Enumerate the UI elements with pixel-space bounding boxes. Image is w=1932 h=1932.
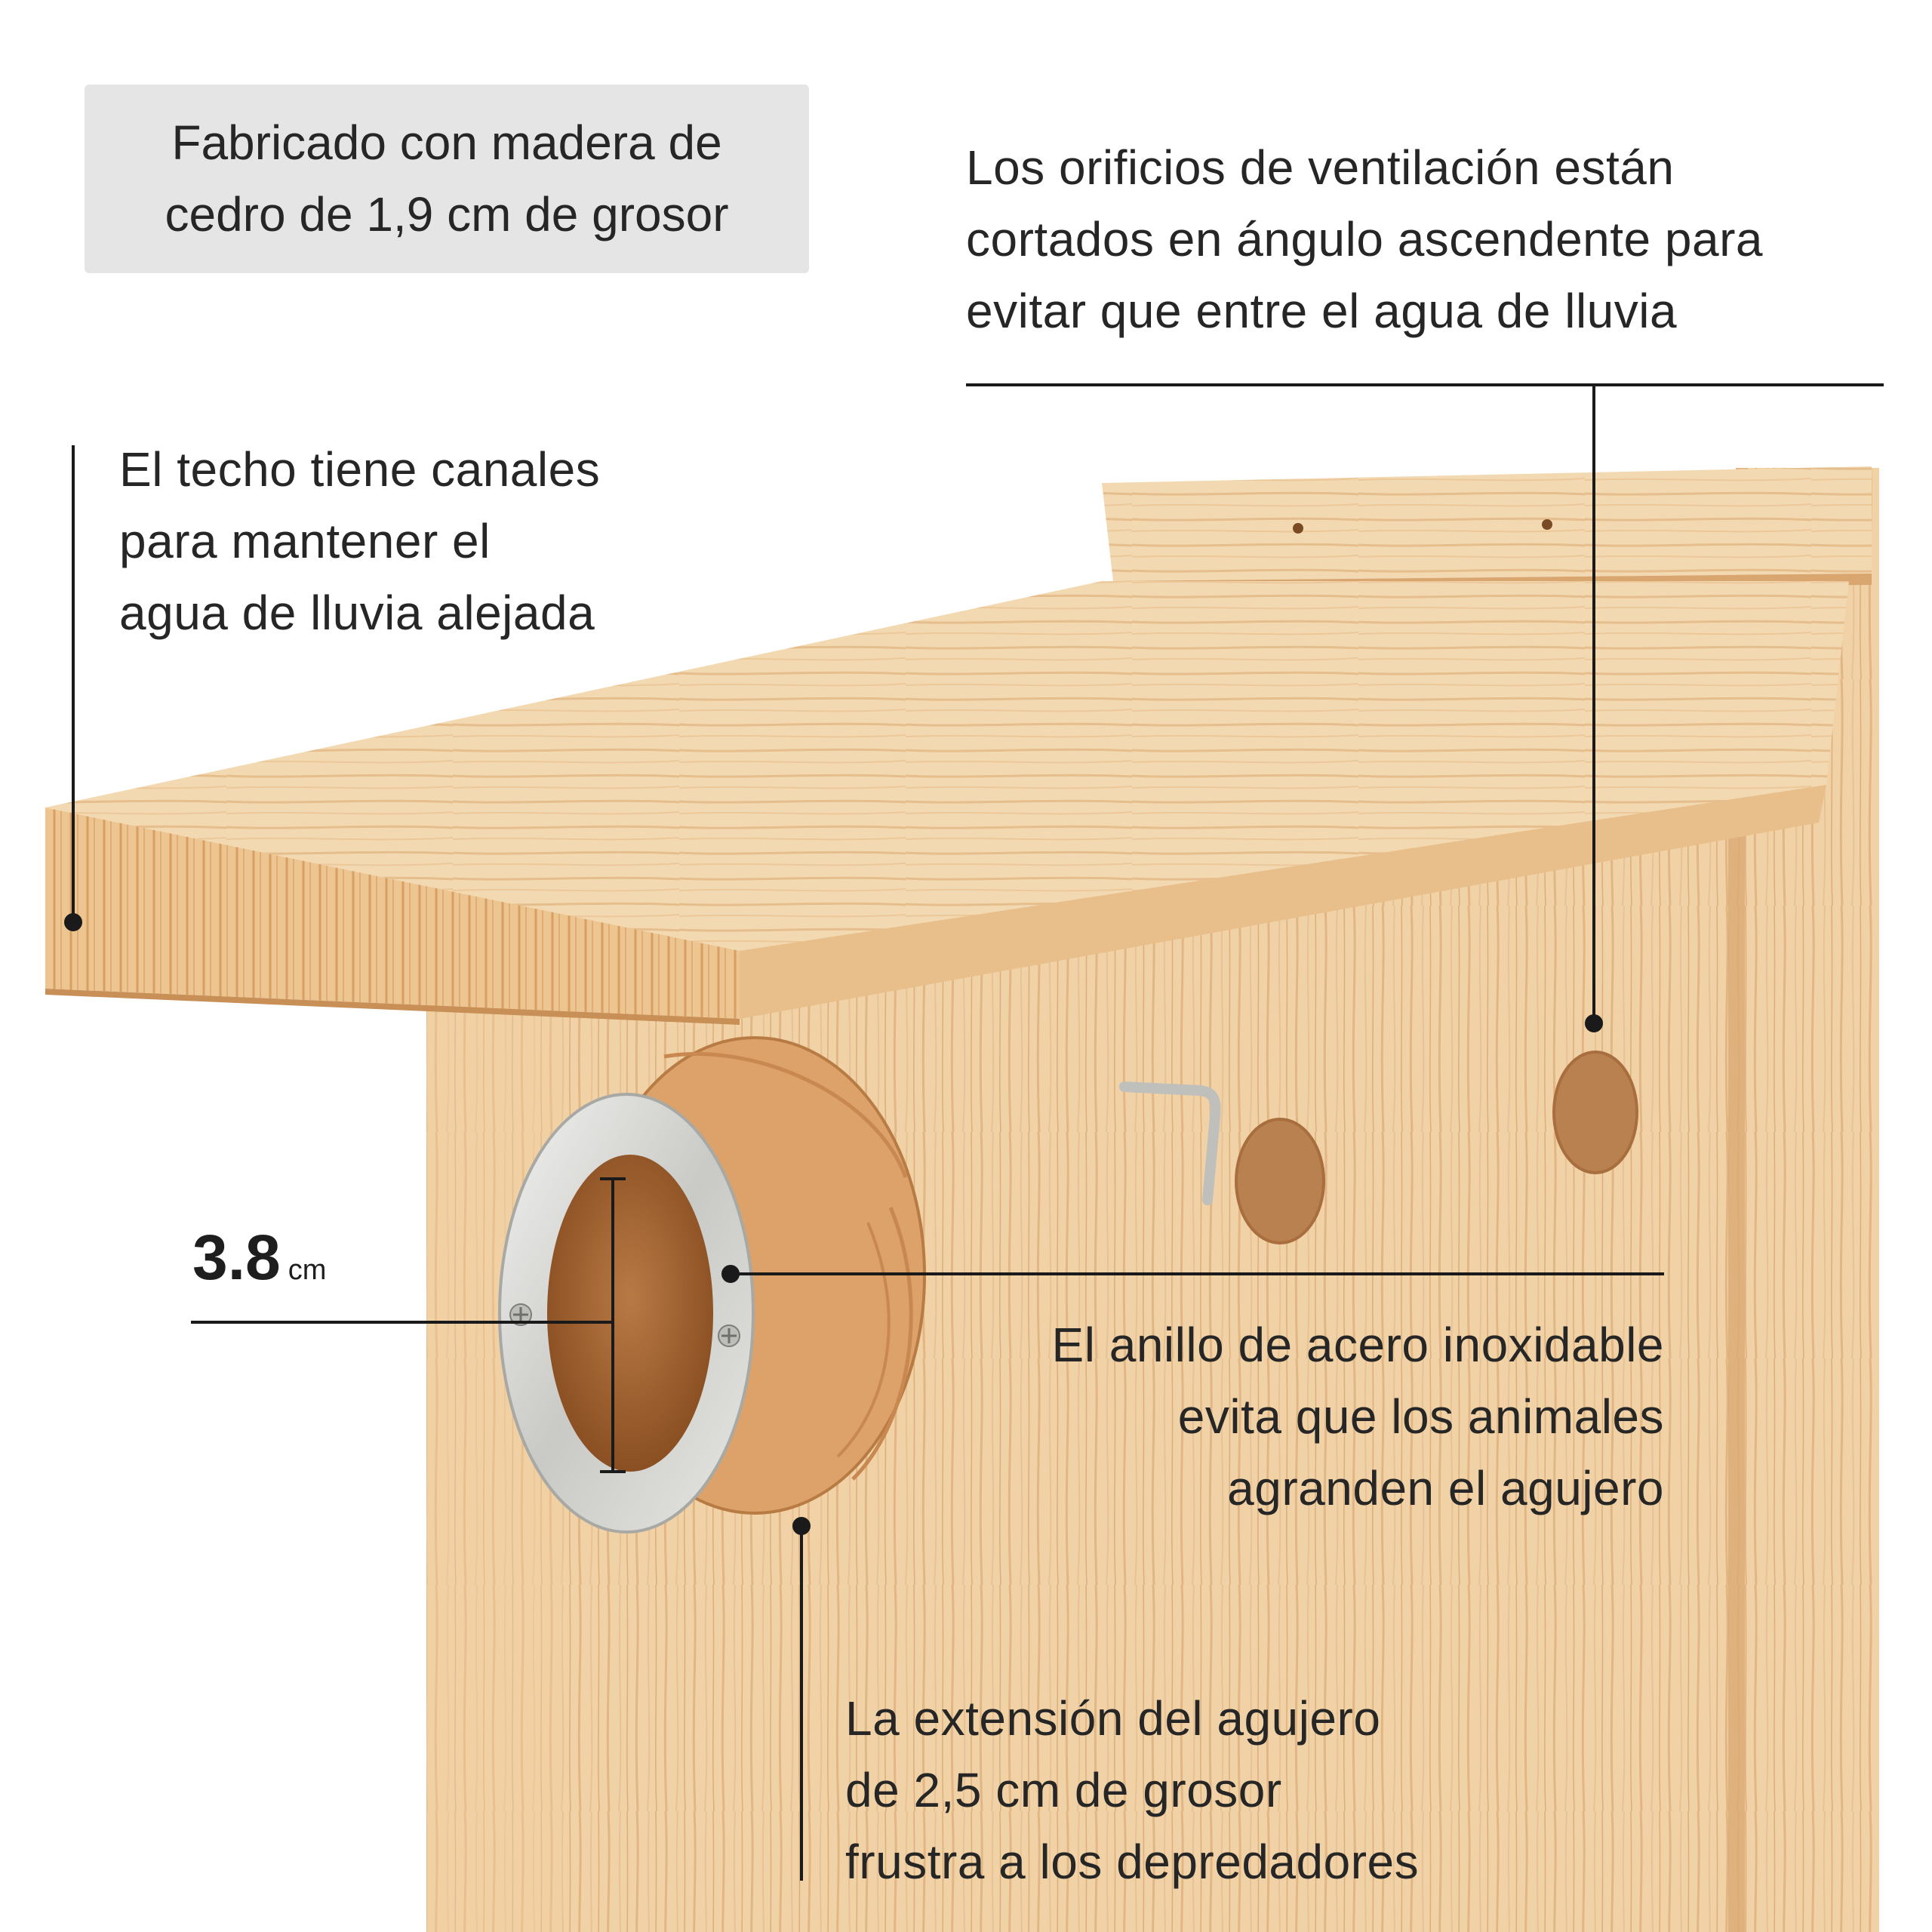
- steel-ring-line: agranden el agujero: [1227, 1461, 1664, 1515]
- roof-caption: El techo tiene canales para mantener el …: [119, 434, 600, 649]
- latch-hook-icon: [1119, 1081, 1221, 1205]
- extension-line: La extensión del agujero: [845, 1691, 1381, 1746]
- roof-back-strip: [1102, 466, 1872, 581]
- screw-icon: [509, 1303, 532, 1326]
- steel-ring-caption: El anillo de acero inoxidable evita que …: [1052, 1309, 1664, 1524]
- dimension-value: 3.8: [192, 1222, 281, 1293]
- ventilation-hole: [1552, 1051, 1638, 1174]
- screw-icon: [718, 1324, 740, 1347]
- dimension-unit: cm: [288, 1254, 327, 1286]
- extension-line: frustra a los depredadores: [845, 1835, 1420, 1889]
- roof-line: para mantener el: [119, 514, 491, 568]
- steel-ring-line: El anillo de acero inoxidable: [1051, 1318, 1664, 1372]
- material-note: Fabricado con madera de cedro de 1,9 cm …: [85, 85, 809, 273]
- ventilation-line: cortados en ángulo ascendente para: [966, 212, 1763, 266]
- material-line: Fabricado con madera de: [171, 115, 722, 170]
- roof-edge: [45, 808, 740, 1019]
- ventilation-caption: Los orificios de ventilación están corta…: [966, 132, 1763, 347]
- material-line: cedro de 1,9 cm de grosor: [165, 187, 729, 242]
- extension-line: de 2,5 cm de grosor: [845, 1763, 1282, 1817]
- roof-line: agua de lluvia alejada: [119, 586, 595, 640]
- ventilation-line: evitar que entre el agua de lluvia: [966, 284, 1678, 338]
- roof-line: El techo tiene canales: [119, 442, 601, 497]
- extension-caption: La extensión del agujero de 2,5 cm de gr…: [845, 1683, 1419, 1898]
- ventilation-hole: [1235, 1118, 1325, 1244]
- roof: [45, 581, 1849, 951]
- steel-ring-line: evita que los animales: [1177, 1389, 1664, 1444]
- ventilation-line: Los orificios de ventilación están: [966, 140, 1675, 195]
- entrance-hole: [547, 1155, 713, 1472]
